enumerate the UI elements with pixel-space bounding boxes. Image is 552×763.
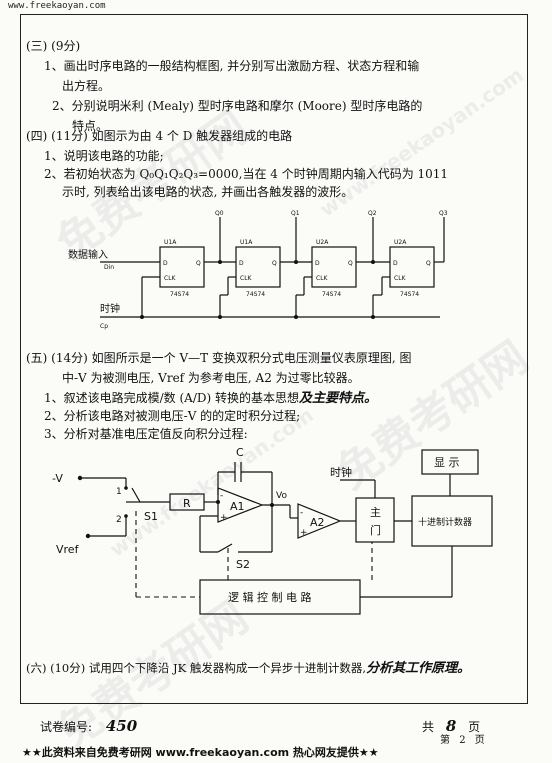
site-url: www.freekaoyan.com xyxy=(8,1,106,11)
q3-item2-line2: 特点。 xyxy=(72,119,109,133)
display-label: 显 示 xyxy=(434,456,460,469)
a2-minus: - xyxy=(300,508,303,518)
total-pages: 8 xyxy=(445,717,457,735)
chip-label: 74S74 xyxy=(170,291,189,298)
exam-no-value: 450 xyxy=(105,717,138,735)
q3-heading: (三) (9分) xyxy=(26,39,81,53)
clock-sub: Cp xyxy=(100,323,108,330)
page-count: 共 8 页 xyxy=(422,717,480,735)
q6: (六) (10分) 试用四个下降沿 JK 触发器构成一个异步十进制计数器,分析其… xyxy=(26,660,470,677)
page-no: 2 xyxy=(459,735,466,746)
page-frame xyxy=(20,14,528,704)
a2-label: A2 xyxy=(310,516,325,529)
q5-heading-line1: (五) (14分) 如图所示是一个 V—T 变换双积分式电压测量仪表原理图, 图 xyxy=(26,351,412,365)
chip-label: 74S74 xyxy=(246,291,265,298)
q5-item3: 3、分析对基准电压定值反向积分过程: xyxy=(44,427,248,441)
chip-label: 74S74 xyxy=(322,291,341,298)
input-sub: Din xyxy=(104,264,114,271)
gate-label-2: 门 xyxy=(370,523,381,537)
q4-heading: (四) (11分) 如图示为由 4 个 D 触发器组成的电路 xyxy=(26,129,293,143)
pin-d: D xyxy=(393,260,398,267)
c-label: C xyxy=(236,446,244,459)
clock-label: 时钟 xyxy=(100,302,120,315)
counter-label: 十进制计数器 xyxy=(418,516,472,528)
q4-item2-line2: 示时, 列表给出该电路的状态, 并画出各触发器的波形。 xyxy=(62,185,354,199)
pin-q: Q xyxy=(348,260,353,267)
s1-label: S1 xyxy=(144,510,158,523)
pin-clk: CLK xyxy=(316,275,329,282)
clock-label: 时钟 xyxy=(330,465,352,479)
source-banner: ★★此资料来自免费考研网 www.freekaoyan.com 热心网友提供★★ xyxy=(22,746,379,759)
q4-item2-line1: 2、若初始状态为 Q₀Q₁Q₂Q₃=0000,当在 4 个时钟周期内输入代码为 … xyxy=(44,167,449,181)
gate-label-1: 主 xyxy=(370,506,381,519)
q3-item2-line1: 2、分别说明米利 (Mealy) 型时序电路和摩尔 (Moore) 型时序电路的 xyxy=(52,99,423,113)
page-unit2: 页 xyxy=(474,735,485,746)
unit-label: U1A xyxy=(240,239,253,246)
q5-item2: 2、分析该电路对被测电压-V 的的定时积分过程; xyxy=(44,409,301,423)
r-label: R xyxy=(183,497,191,510)
unit-label: U1A xyxy=(164,239,177,246)
neg-v-label: -V xyxy=(52,472,63,485)
input-label: 数据输入 xyxy=(68,248,108,261)
q4-item1: 1、说明该电路的功能; xyxy=(44,149,164,163)
a1-minus: - xyxy=(220,491,223,501)
q5-item1: 1、叙述该电路完成模/数 (A/D) 转换的基本思想及主要特点。 xyxy=(44,390,377,407)
output-q3: Q3 xyxy=(439,210,448,217)
output-q2: Q2 xyxy=(368,210,377,217)
page-number: 第 2 页 xyxy=(440,731,485,746)
dual-slope-adc-circuit: -V Vref 1 2 S1 R C A1 A2 S2 Vo - + - + 时… xyxy=(52,446,493,615)
pin-q: Q xyxy=(426,260,431,267)
s2-label: S2 xyxy=(236,558,250,571)
pin-clk: CLK xyxy=(394,275,407,282)
page-unit: 页 xyxy=(468,720,481,734)
s1-pos2: 2 xyxy=(116,515,122,525)
unit-label: U2A xyxy=(316,239,329,246)
total-label: 共 xyxy=(422,720,435,734)
logic-label: 逻 辑 控 制 电 路 xyxy=(228,590,311,604)
q5-heading-line2: 中-V 为被测电压, Vref 为参考电压, A2 为过零比较器。 xyxy=(62,371,360,385)
pin-clk: CLK xyxy=(240,275,253,282)
pin-d: D xyxy=(163,260,168,267)
page-label: 第 xyxy=(440,735,450,746)
s1-pos1: 1 xyxy=(116,487,122,497)
pin-d: D xyxy=(239,260,244,267)
pin-q: Q xyxy=(196,260,201,267)
chip-label: 74S74 xyxy=(400,291,419,298)
vo-label: Vo xyxy=(276,491,287,501)
unit-label: U2A xyxy=(394,239,407,246)
pin-clk: CLK xyxy=(164,275,177,282)
pin-d: D xyxy=(315,260,320,267)
vref-label: Vref xyxy=(56,543,80,556)
q3-item1-line1: 1、画出时序电路的一般结构框图, 并分别写出激励方程、状态方程和输 xyxy=(44,59,420,73)
exam-no-label: 试卷编号: xyxy=(40,720,93,734)
q6-handwriting: 分析其工作原理。 xyxy=(366,661,471,676)
q5-item1-text: 1、叙述该电路完成模/数 (A/D) 转换的基本思想 xyxy=(44,391,300,405)
output-q1: Q1 xyxy=(291,210,300,217)
exam-number: 试卷编号: 450 xyxy=(40,717,137,735)
q3-item1-line2: 出方程。 xyxy=(62,79,111,93)
pin-q: Q xyxy=(272,260,277,267)
q6-text: (六) (10分) 试用四个下降沿 JK 触发器构成一个异步十进制计数器, xyxy=(26,661,367,675)
output-q0: Q0 xyxy=(215,210,224,217)
a1-plus: + xyxy=(220,513,228,523)
shift-register-circuit: 数据输入 Din 时钟 Cp Q0 Q1 Q2 Q3 U1A U1A U2A U… xyxy=(68,210,448,330)
q5-item1-handwriting: 及主要特点。 xyxy=(299,391,378,406)
a1-label: A1 xyxy=(230,500,245,513)
a2-plus: + xyxy=(300,528,308,538)
